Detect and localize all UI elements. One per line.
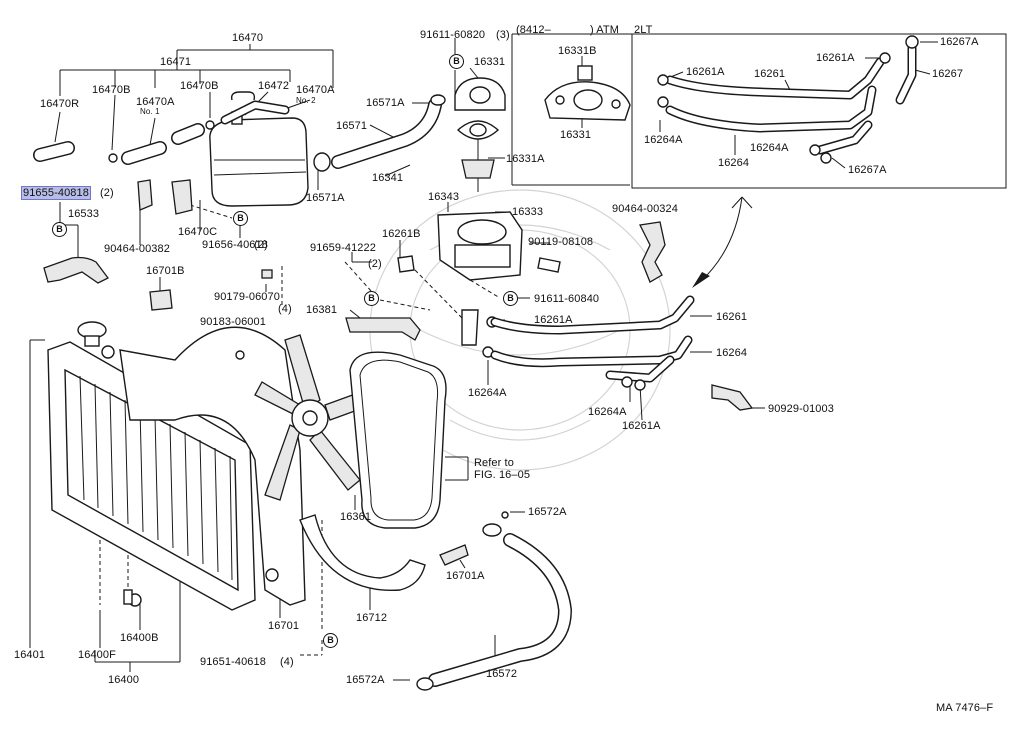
inset-thermostat bbox=[544, 65, 631, 121]
bolt-ref-mark: B bbox=[233, 211, 248, 226]
reservoir-hoses bbox=[33, 100, 290, 165]
label-16333[interactable]: 16333 bbox=[512, 206, 544, 218]
label-16471[interactable]: 16471 bbox=[160, 56, 192, 68]
label-90464-00324[interactable]: 90464-00324 bbox=[612, 203, 678, 215]
label-16400F[interactable]: 16400F bbox=[78, 649, 116, 661]
label-91659-41222[interactable]: 91659-41222 bbox=[310, 242, 376, 254]
v-belt bbox=[349, 351, 447, 529]
inset-header-start: (8412– bbox=[516, 24, 551, 36]
bypass-fittings bbox=[345, 255, 498, 358]
label-16712[interactable]: 16712 bbox=[356, 612, 388, 624]
bolt-ref-mark: B bbox=[52, 222, 67, 237]
label-90464-00382[interactable]: 90464-00382 bbox=[104, 243, 170, 255]
label-90179-qty: (4) bbox=[278, 303, 292, 315]
label-16261[interactable]: 16261 bbox=[716, 311, 748, 323]
label-16261A-inset-1[interactable]: 16261A bbox=[686, 66, 725, 78]
label-91656-40618[interactable]: 91656-40618 bbox=[202, 239, 268, 251]
label-16361[interactable]: 16361 bbox=[340, 511, 372, 523]
label-91651-qty: (4) bbox=[280, 656, 294, 668]
label-16470A-note: No. 1 bbox=[140, 107, 160, 116]
lower-hose bbox=[416, 511, 572, 691]
label-16267-inset[interactable]: 16267 bbox=[932, 68, 964, 80]
footer-code: MA 7476–F bbox=[936, 702, 994, 714]
label-16264A-b[interactable]: 16264A bbox=[588, 406, 627, 418]
label-refer-fig[interactable]: FIG. 16–05 bbox=[474, 469, 531, 481]
label-91656-qty: (2) bbox=[254, 239, 268, 251]
label-16381[interactable]: 16381 bbox=[306, 304, 338, 316]
label-91655-40818-selected[interactable]: 91655-40818 bbox=[21, 186, 91, 200]
label-16267A-inset-2[interactable]: 16267A bbox=[848, 164, 887, 176]
label-16267A-inset-1[interactable]: 16267A bbox=[940, 36, 979, 48]
label-16401[interactable]: 16401 bbox=[14, 649, 46, 661]
label-16341[interactable]: 16341 bbox=[372, 172, 404, 184]
label-16261A-a[interactable]: 16261A bbox=[534, 314, 573, 326]
label-16470R[interactable]: 16470R bbox=[40, 98, 80, 110]
bolt-ref-mark: B bbox=[449, 54, 464, 69]
label-16470C[interactable]: 16470C bbox=[178, 226, 218, 238]
label-16470A-b-note: No. 2 bbox=[296, 96, 316, 105]
bolt-ref-mark: B bbox=[364, 291, 379, 306]
label-16571A-b[interactable]: 16571A bbox=[306, 192, 345, 204]
label-16331A[interactable]: 16331A bbox=[506, 153, 545, 165]
label-91655-qty: (2) bbox=[100, 187, 114, 199]
bolt-ref-mark: B bbox=[503, 291, 518, 306]
label-16264A-inset-1[interactable]: 16264A bbox=[644, 134, 683, 146]
label-16533[interactable]: 16533 bbox=[68, 208, 100, 220]
label-16572[interactable]: 16572 bbox=[486, 668, 518, 680]
label-16343[interactable]: 16343 bbox=[428, 191, 460, 203]
label-16472[interactable]: 16472 bbox=[258, 80, 290, 92]
label-16261-inset[interactable]: 16261 bbox=[754, 68, 786, 80]
label-16701A[interactable]: 16701A bbox=[446, 570, 485, 582]
label-16470B-a[interactable]: 16470B bbox=[92, 84, 131, 96]
label-16264[interactable]: 16264 bbox=[716, 347, 748, 359]
label-16264-inset[interactable]: 16264 bbox=[718, 157, 750, 169]
label-16400[interactable]: 16400 bbox=[108, 674, 140, 686]
thermostat-parts bbox=[454, 77, 506, 192]
hose-clip bbox=[639, 221, 666, 283]
water-inlet-housing bbox=[437, 211, 561, 281]
inset-header-atm: ) ATM bbox=[590, 24, 620, 36]
label-16470A[interactable]: 16470A bbox=[136, 96, 175, 108]
label-16331[interactable]: 16331 bbox=[474, 56, 506, 68]
label-16470A-b[interactable]: 16470A bbox=[296, 84, 335, 96]
inset-header-engine: 2LT bbox=[634, 24, 653, 36]
label-91611-60820-qty: (3) bbox=[496, 29, 510, 41]
label-90929-01003[interactable]: 90929-01003 bbox=[768, 403, 834, 415]
label-91611-60840[interactable]: 91611-60840 bbox=[534, 293, 600, 305]
label-16400B[interactable]: 16400B bbox=[120, 632, 159, 644]
lower-shroud bbox=[299, 514, 469, 591]
upper-hose bbox=[313, 94, 446, 172]
label-refer-to: Refer to bbox=[474, 457, 514, 469]
label-91611-60820[interactable]: 91611-60820 bbox=[420, 29, 486, 41]
label-16331-inset[interactable]: 16331 bbox=[560, 129, 592, 141]
label-90119-08108[interactable]: 90119-08108 bbox=[528, 236, 594, 248]
label-16264A-inset-2[interactable]: 16264A bbox=[750, 142, 789, 154]
label-16701B[interactable]: 16701B bbox=[146, 265, 185, 277]
label-90183-06001[interactable]: 90183-06001 bbox=[200, 316, 266, 328]
label-16571[interactable]: 16571 bbox=[336, 120, 368, 132]
label-16261B[interactable]: 16261B bbox=[382, 228, 421, 240]
label-16571A-a[interactable]: 16571A bbox=[366, 97, 405, 109]
label-16261B-qty: (2) bbox=[368, 258, 382, 270]
atm-inset-box bbox=[511, 33, 1007, 189]
label-16701[interactable]: 16701 bbox=[268, 620, 300, 632]
label-16331B[interactable]: 16331B bbox=[558, 45, 597, 57]
label-16470B-b[interactable]: 16470B bbox=[180, 80, 219, 92]
label-16470[interactable]: 16470 bbox=[232, 32, 264, 44]
label-91651-40618[interactable]: 91651-40618 bbox=[200, 656, 266, 668]
bolt-ref-mark: B bbox=[323, 633, 338, 648]
heater-pipes bbox=[490, 295, 754, 411]
label-16261A-b[interactable]: 16261A bbox=[622, 420, 661, 432]
radiator bbox=[47, 321, 256, 611]
inset-pipes bbox=[657, 35, 919, 164]
label-90179-06070[interactable]: 90179-06070 bbox=[214, 291, 280, 303]
label-16261A-inset-2[interactable]: 16261A bbox=[816, 52, 855, 64]
label-16572A-a[interactable]: 16572A bbox=[528, 506, 567, 518]
label-16264A-a[interactable]: 16264A bbox=[468, 387, 507, 399]
label-16572A-b[interactable]: 16572A bbox=[346, 674, 385, 686]
